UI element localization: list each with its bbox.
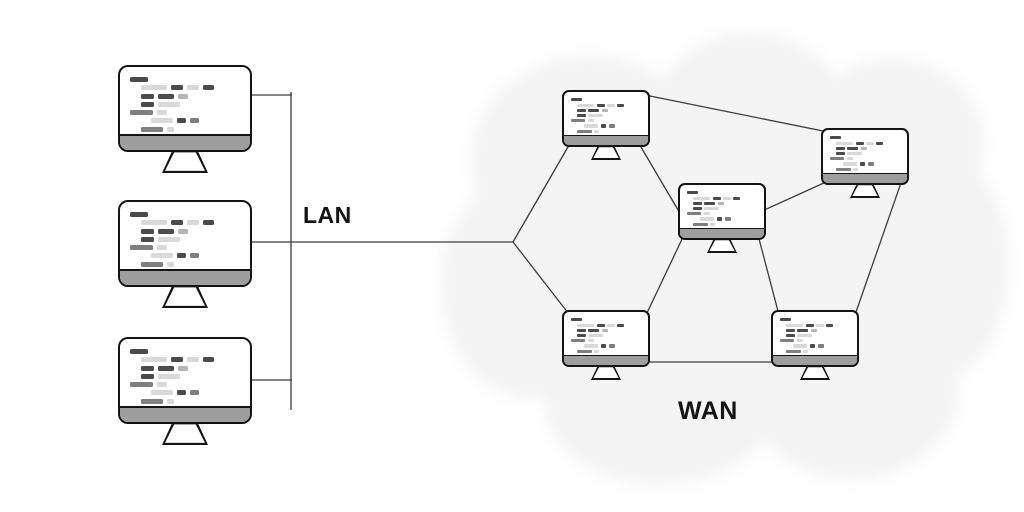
wan-computer-bottom-left — [562, 310, 650, 380]
wan-link-c-br — [757, 234, 780, 316]
lan-computer-3 — [118, 337, 252, 445]
junction-topleft-link — [512, 139, 573, 243]
monitor-frame — [562, 90, 650, 147]
monitor-frame — [678, 183, 766, 240]
monitor-screen — [773, 312, 857, 365]
wan-link-c-tr — [759, 181, 827, 213]
monitor-frame — [118, 200, 252, 287]
monitor-frame — [562, 310, 650, 367]
monitor-stand — [591, 145, 621, 160]
wan-computer-top-left — [562, 90, 650, 160]
monitor-bezel — [680, 227, 764, 238]
monitor-bezel — [120, 133, 250, 150]
wan-computer-center — [678, 183, 766, 253]
monitor-stand — [707, 238, 737, 253]
monitor-screen — [564, 312, 648, 365]
monitor-bezel — [823, 172, 907, 183]
monitor-frame — [118, 65, 252, 152]
monitor-frame — [821, 128, 909, 185]
cloud-blob — [600, 210, 930, 440]
monitor-bezel — [773, 354, 857, 365]
monitor-bezel — [120, 268, 250, 285]
monitor-stand — [850, 183, 880, 198]
monitor-bezel — [120, 405, 250, 422]
lan-label: LAN — [303, 202, 352, 228]
wan-computer-top-right — [821, 128, 909, 198]
monitor-stand — [162, 150, 208, 173]
monitor-screen — [564, 92, 648, 145]
lan-computer-1 — [118, 65, 252, 173]
monitor-screen — [680, 185, 764, 238]
monitor-bezel — [564, 134, 648, 145]
junction-bottomleft-link — [512, 241, 573, 319]
wan-link-tl-tr — [644, 94, 829, 133]
monitor-screen — [120, 67, 250, 150]
wan-label: WAN — [678, 397, 738, 425]
monitor-stand — [591, 365, 621, 380]
wan-link-c-bl — [645, 234, 685, 316]
monitor-frame — [118, 337, 252, 424]
monitor-stand — [162, 422, 208, 445]
monitor-frame — [771, 310, 859, 367]
monitor-screen — [823, 130, 907, 183]
monitor-stand — [800, 365, 830, 380]
monitor-bezel — [564, 354, 648, 365]
monitor-stand — [162, 285, 208, 308]
wan-link-tr-br — [855, 179, 903, 313]
monitor-screen — [120, 202, 250, 285]
wan-link-tl-c — [637, 141, 685, 221]
monitor-screen — [120, 339, 250, 422]
lan-computer-2 — [118, 200, 252, 308]
wan-computer-bottom-right — [771, 310, 859, 380]
